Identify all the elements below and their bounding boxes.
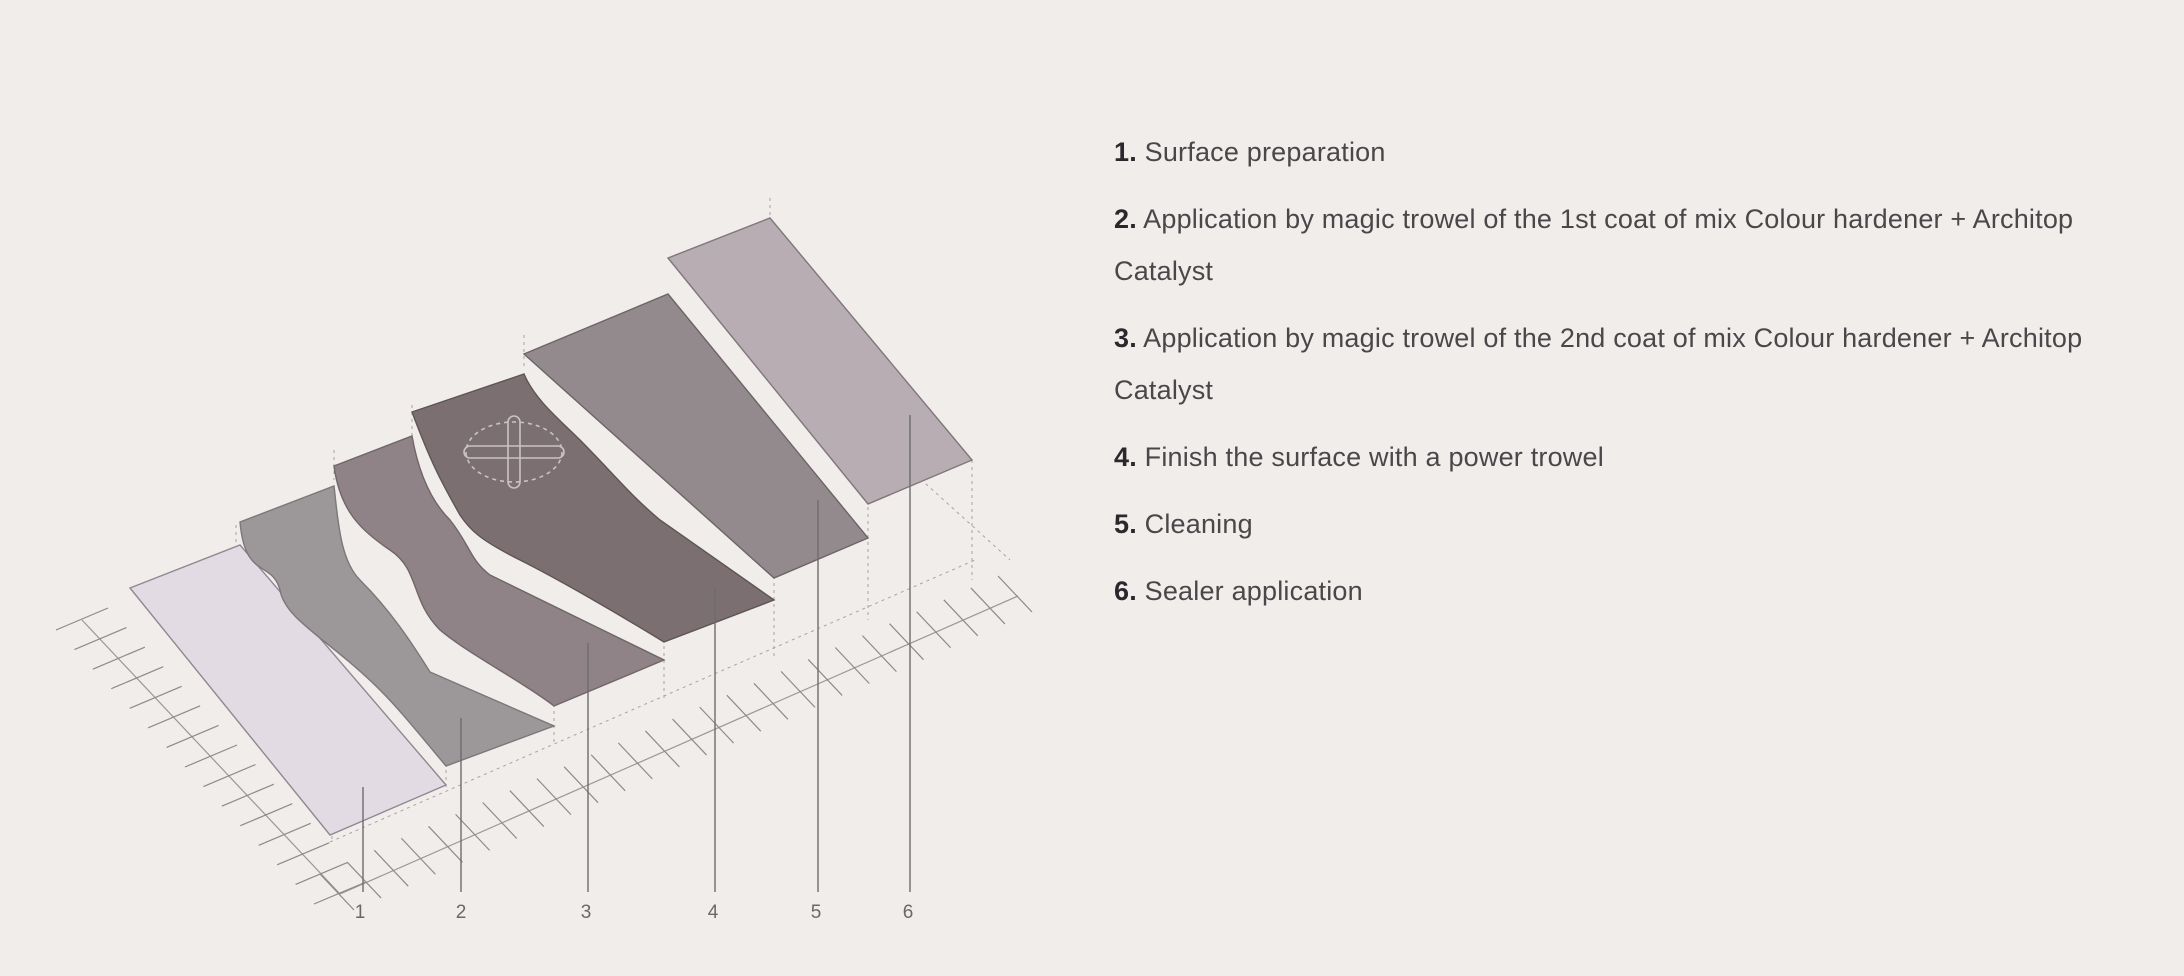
step-number: 2. xyxy=(1114,204,1137,234)
grid-tick xyxy=(313,881,367,905)
step-item: 3. Application by magic trowel of the 2n… xyxy=(1114,312,2154,416)
grid-tick xyxy=(536,778,572,816)
grid-tick xyxy=(943,599,979,637)
grid-tick xyxy=(563,766,599,804)
layer-2-surface xyxy=(239,485,556,767)
grid-tick xyxy=(428,825,463,863)
step-item: 1. Surface preparation xyxy=(1114,126,2154,178)
step-item: 6. Sealer application xyxy=(1114,565,2154,617)
grid-tick xyxy=(373,849,409,887)
power-trowel-icon xyxy=(463,415,565,489)
layer-label-2: 2 xyxy=(456,902,467,923)
layer-1-surface xyxy=(128,544,448,836)
steps-list: 1. Surface preparation 2. Application by… xyxy=(1114,126,2154,632)
step-item: 4. Finish the surface with a power trowe… xyxy=(1114,431,2154,483)
grid-tick xyxy=(834,647,870,684)
layer-3-surface xyxy=(333,435,666,707)
step-number: 1. xyxy=(1114,137,1137,167)
grid-tick xyxy=(111,666,164,690)
grid-tick xyxy=(590,754,626,792)
step-text: Finish the surface with a power trowel xyxy=(1144,442,1604,472)
layer-label-6: 6 xyxy=(903,902,914,923)
leader-lines xyxy=(362,415,911,892)
grid-tick xyxy=(184,744,238,768)
grid-tick xyxy=(753,682,789,720)
step-text: Surface preparation xyxy=(1144,137,1386,167)
layer-labels: 1 2 3 4 5 6 xyxy=(355,902,914,923)
grid-tick xyxy=(780,670,816,708)
grid-tick xyxy=(92,646,146,670)
layer-label-3: 3 xyxy=(581,902,592,923)
grid-tick xyxy=(482,802,518,839)
grid-tick xyxy=(203,764,256,788)
grid-tick xyxy=(240,803,293,827)
step-number: 6. xyxy=(1114,576,1137,606)
layer-label-4: 4 xyxy=(708,902,719,923)
grid-tick xyxy=(400,837,436,875)
grid-tick xyxy=(807,659,843,696)
grid-tick xyxy=(970,587,1006,625)
grid-tick xyxy=(726,694,762,732)
layer-5-surface xyxy=(522,293,870,579)
grid-tick xyxy=(166,724,219,748)
grid-tick xyxy=(295,861,348,885)
grid-tick xyxy=(617,742,653,780)
grid-tick xyxy=(509,790,545,827)
grid-tick xyxy=(916,611,952,649)
grid-tick xyxy=(319,873,355,911)
grid-ticks xyxy=(55,575,1033,911)
step-number: 4. xyxy=(1114,442,1137,472)
grid-tick xyxy=(147,705,201,729)
grid-tick xyxy=(276,842,330,866)
step-number: 3. xyxy=(1114,323,1137,353)
floor-layers-diagram: 1 2 3 4 5 6 xyxy=(55,198,1033,923)
grid-tick xyxy=(129,685,182,709)
step-text: Sealer application xyxy=(1144,576,1363,606)
layer-4-surface xyxy=(411,373,776,643)
layer-label-1: 1 xyxy=(355,902,366,923)
step-item: 5. Cleaning xyxy=(1114,498,2154,550)
step-text: Application by magic trowel of the 1st c… xyxy=(1114,204,2074,286)
grid-tick xyxy=(645,730,680,768)
grid-tick xyxy=(861,635,897,673)
step-item: 2. Application by magic trowel of the 1s… xyxy=(1114,193,2154,297)
grid-tick xyxy=(258,822,311,846)
grid-tick xyxy=(699,706,735,744)
grid-tick xyxy=(672,718,707,756)
grid-tick xyxy=(346,861,382,899)
step-number: 5. xyxy=(1114,509,1137,539)
grid-tick xyxy=(221,783,275,807)
grid-tick xyxy=(74,627,127,651)
grid-tick xyxy=(997,575,1033,613)
grid-tick xyxy=(889,623,924,661)
grid-tick xyxy=(55,607,109,631)
layer-6-surface xyxy=(666,217,974,505)
layer-label-5: 5 xyxy=(811,902,822,923)
step-text: Application by magic trowel of the 2nd c… xyxy=(1114,323,2083,405)
step-text: Cleaning xyxy=(1144,509,1253,539)
